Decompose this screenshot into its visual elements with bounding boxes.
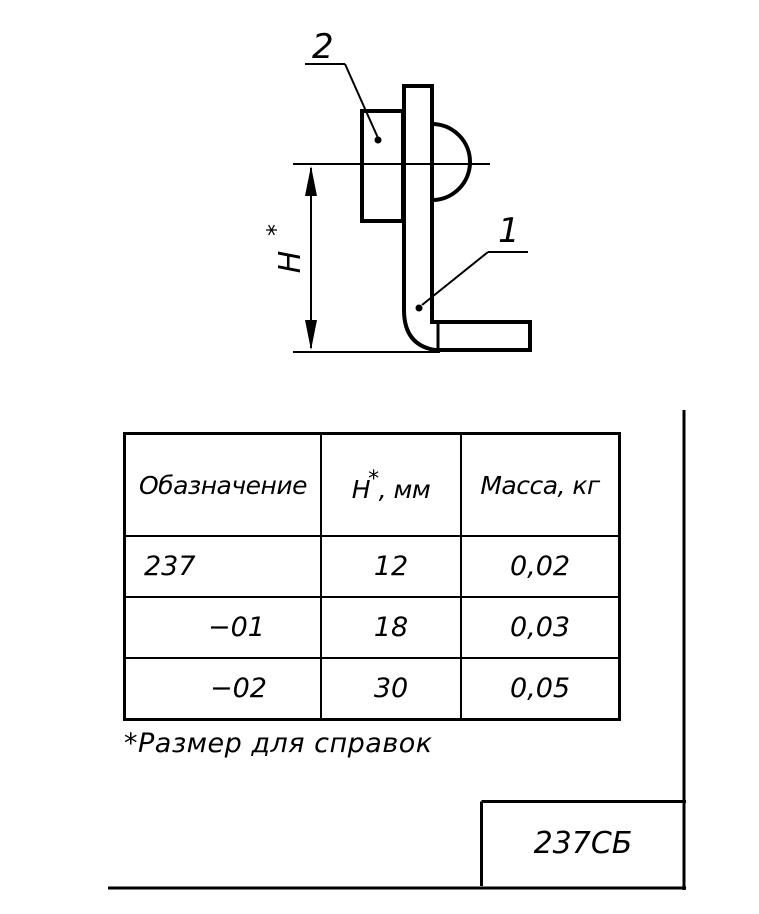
callout-2-dot [374, 136, 382, 144]
header-height-symbol: H [351, 474, 371, 504]
cell-designation: 237 [123, 535, 322, 598]
header-height-mark: * [368, 466, 379, 492]
cell-designation: −01 [123, 596, 322, 659]
callout-part-1: 1 [498, 211, 520, 251]
table-row: −02 30 0,05 [123, 657, 621, 721]
table-header-row: Обазначение H*, мм Масса, кг [123, 432, 621, 537]
part-head-semicircle [431, 122, 472, 202]
callout-part-2: 2 [312, 27, 334, 67]
cell-height: 30 [320, 657, 462, 721]
dimension-mark: * [262, 224, 290, 236]
cell-designation: −02 [123, 657, 322, 721]
header-designation: Обазначение [123, 432, 322, 537]
cell-height: 12 [320, 535, 462, 598]
header-height: H*, мм [320, 432, 462, 537]
title-block: 237СБ [480, 800, 686, 886]
callout-1-leader [421, 251, 489, 306]
callout-2-leader [344, 63, 379, 139]
header-height-unit: , мм [378, 474, 431, 504]
part-1-bracket [402, 84, 532, 352]
title-block-frame [480, 800, 686, 886]
dimension-label: H [273, 251, 308, 274]
part-2-block [360, 109, 405, 223]
table-row: 237 12 0,02 [123, 535, 621, 598]
specification-table: Обазначение H*, мм Масса, кг 237 12 0,02… [123, 432, 621, 721]
title-block-code: 237СБ [533, 825, 633, 861]
cell-mass: 0,05 [460, 657, 621, 721]
cell-mass: 0,03 [460, 596, 621, 659]
footnote: *Размер для справок [124, 728, 433, 759]
callout-1-dot [415, 304, 423, 312]
header-mass: Масса, кг [460, 432, 621, 537]
dimension-arrow-bottom [305, 320, 317, 350]
cell-mass: 0,02 [460, 535, 621, 598]
cell-height: 18 [320, 596, 462, 659]
table-row: −01 18 0,03 [123, 596, 621, 659]
dimension-arrow-top [305, 166, 317, 196]
